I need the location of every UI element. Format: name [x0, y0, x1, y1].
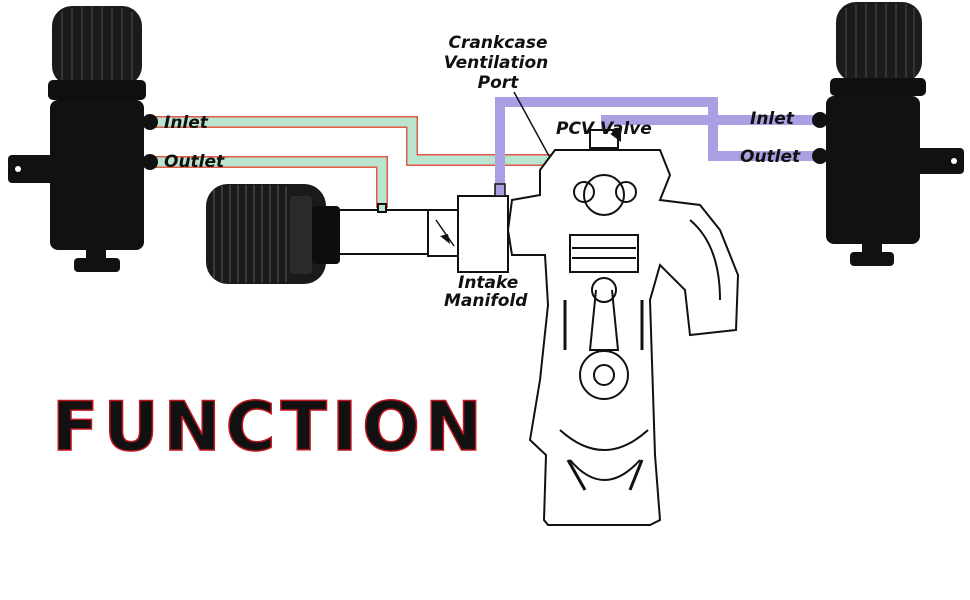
intake-manifold-label-line1: Intake [458, 273, 518, 293]
breather-filter-icon [206, 184, 340, 284]
function-title: FUNCTION [52, 388, 487, 467]
crankcase-port-label-line3: Port [478, 73, 520, 93]
left-outlet-label: Outlet [164, 152, 225, 172]
crankcase-port-pointer [513, 91, 550, 157]
right-inlet-label: Inlet [750, 109, 795, 129]
intake-manifold-label-line2: Manifold [444, 291, 528, 311]
green-hose-group [150, 116, 552, 208]
catch-can-right-icon [812, 2, 964, 266]
pcv-valve-label: PCV Valve [556, 119, 652, 139]
crankcase-port-label-line1: Crankcase [449, 33, 548, 53]
left-inlet-label: Inlet [164, 113, 209, 133]
right-outlet-label: Outlet [740, 147, 801, 167]
engine-cutaway-icon [506, 126, 740, 526]
purple-hose-outlet [495, 97, 820, 190]
flow-arrow-icon [610, 126, 621, 142]
catch-can-left-icon [8, 6, 158, 272]
crankcase-port-label-line2: Ventilation [444, 53, 549, 73]
intake-tube [335, 183, 509, 273]
